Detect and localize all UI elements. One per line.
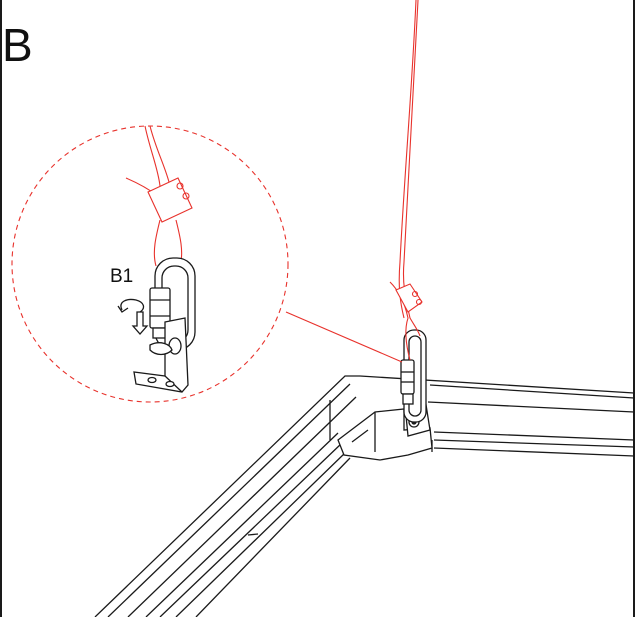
- frame-rail-diagonal: [94, 375, 360, 617]
- downward-arrow-icon: [131, 311, 149, 335]
- callout-label: B1: [110, 266, 134, 287]
- detail-bracket: [133, 317, 189, 393]
- detail-cable: [125, 125, 193, 267]
- suspension-link: [400, 329, 427, 423]
- suspension-cable: [389, 0, 423, 361]
- step-label: B: [2, 19, 33, 71]
- callout-leader: [285, 311, 403, 363]
- detail-circle: [11, 125, 289, 403]
- clockwise-turn-arrow-icon: [117, 298, 145, 313]
